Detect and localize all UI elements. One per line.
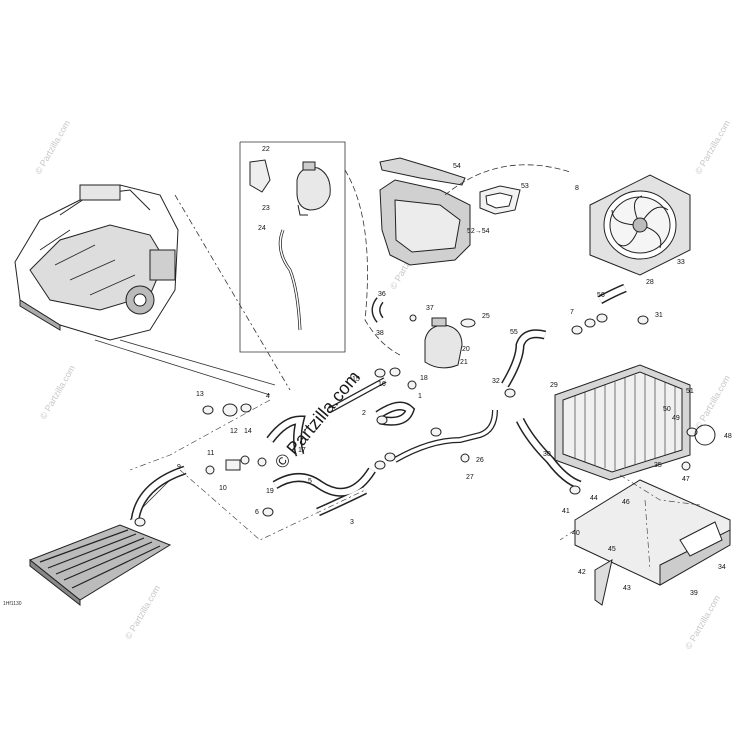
part-label: 21 bbox=[460, 359, 468, 366]
part-label: 38 bbox=[376, 330, 384, 337]
part-label: 12 bbox=[230, 428, 238, 435]
watermark-top-left: © Partzilla.com bbox=[33, 118, 72, 176]
air-duct-assembly bbox=[379, 157, 521, 266]
part-label: 20 bbox=[462, 346, 470, 353]
part-label: 34 bbox=[718, 564, 726, 571]
part-label: 33 bbox=[677, 259, 685, 266]
part-label: 49 bbox=[672, 415, 680, 422]
part-label: 23 bbox=[262, 205, 270, 212]
part-label: 18 bbox=[420, 375, 428, 382]
part-label: 3 bbox=[350, 519, 354, 526]
part-label: 43 bbox=[623, 585, 631, 592]
part-label: 25 bbox=[482, 313, 490, 320]
part-label: 4 bbox=[266, 393, 270, 400]
part-label: 9 bbox=[177, 464, 181, 471]
part-label: 39 bbox=[690, 590, 698, 597]
part-label: 54 bbox=[453, 163, 461, 170]
reference-code: 1Hf1130 bbox=[3, 601, 22, 607]
watermark-mid-left: © Partzilla.com bbox=[38, 363, 77, 421]
part-label: 51 bbox=[686, 388, 694, 395]
part-label: 7 bbox=[570, 309, 574, 316]
engine-assembly bbox=[14, 184, 179, 341]
part-label: 22 bbox=[262, 146, 270, 153]
clamps-and-fittings bbox=[134, 313, 716, 527]
part-label: 42 bbox=[578, 569, 586, 576]
watermark-bottom-left: © Partzilla.com bbox=[123, 583, 162, 641]
duct-leader bbox=[444, 164, 571, 196]
coolant-reservoir bbox=[424, 317, 463, 369]
watermark-top-right: © Partzilla.com bbox=[693, 118, 732, 176]
inset-leader bbox=[344, 169, 401, 356]
part-label: 16 bbox=[378, 381, 386, 388]
part-label: 32 bbox=[492, 378, 500, 385]
part-label: 47 bbox=[682, 476, 690, 483]
part-label: 1 bbox=[418, 393, 422, 400]
part-label: 53 bbox=[521, 183, 529, 190]
part-label: 52→54 bbox=[467, 228, 490, 235]
heat-exchanger bbox=[29, 524, 172, 607]
part-label: 50 bbox=[663, 406, 671, 413]
radiator bbox=[554, 364, 691, 481]
watermark-center: © Partzilla.com bbox=[271, 367, 364, 473]
part-label: 37 bbox=[426, 305, 434, 312]
part-label: 19 bbox=[266, 488, 274, 495]
part-label: 48 bbox=[724, 433, 732, 440]
engine-leader-lines bbox=[94, 194, 291, 396]
part-label: 55 bbox=[510, 329, 518, 336]
part-label: 6 bbox=[255, 509, 259, 516]
part-label: 2 bbox=[362, 410, 366, 417]
part-label: 56 bbox=[597, 292, 605, 299]
part-label: 8 bbox=[575, 185, 579, 192]
reservoir-inset bbox=[239, 141, 346, 353]
part-label: 10 bbox=[219, 485, 227, 492]
radiator-fan bbox=[589, 174, 691, 276]
part-label: 14 bbox=[244, 428, 252, 435]
part-label: 46 bbox=[622, 499, 630, 506]
part-label: 28 bbox=[646, 279, 654, 286]
part-label: 31 bbox=[655, 312, 663, 319]
part-label: 26 bbox=[476, 457, 484, 464]
part-label: 36 bbox=[378, 291, 386, 298]
watermark-mid-right: © Partzilla.com bbox=[693, 373, 732, 431]
watermark-bottom-right: © Partzilla.com bbox=[683, 593, 722, 651]
mounting-bracket bbox=[574, 479, 731, 606]
part-labels: 1 2 3 4 5 6 7 8 9 10 11 12 13 14 15 16 1… bbox=[177, 146, 732, 597]
part-label: 44 bbox=[590, 495, 598, 502]
part-label: 27 bbox=[466, 474, 474, 481]
part-label: 45 bbox=[608, 546, 616, 553]
guide-lines bbox=[129, 399, 701, 571]
part-label: 35 bbox=[654, 462, 662, 469]
part-label: 5 bbox=[308, 478, 312, 485]
part-label: 11 bbox=[207, 450, 214, 457]
part-label: 17 bbox=[298, 447, 306, 454]
hose-network bbox=[130, 283, 627, 521]
part-label: 30 bbox=[543, 451, 551, 458]
part-label: 13 bbox=[196, 391, 204, 398]
part-label: 15 bbox=[352, 376, 360, 383]
part-label: 24 bbox=[258, 225, 266, 232]
part-label: 40 bbox=[572, 530, 580, 537]
part-label: 29 bbox=[550, 382, 558, 389]
part-label: 41 bbox=[562, 508, 570, 515]
